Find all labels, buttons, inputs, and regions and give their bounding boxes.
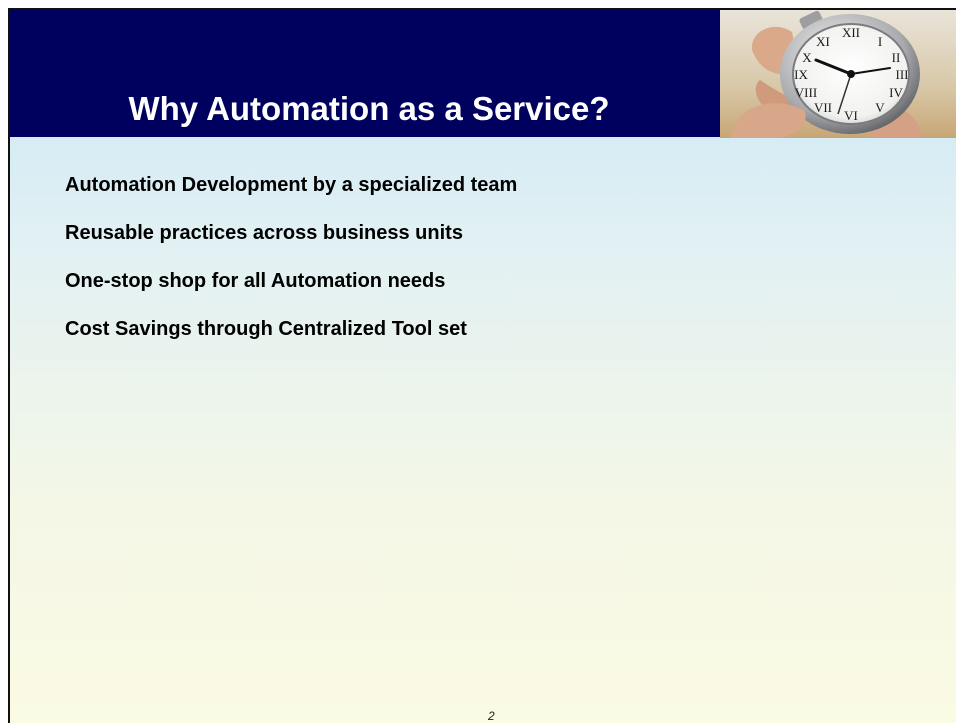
stopwatch-in-hand-icon: XII I II III IV V VI VII VIII IX X XI [720, 10, 956, 138]
svg-text:III: III [896, 67, 909, 82]
bullet-list: Automation Development by a specialized … [65, 173, 517, 365]
bullet-item: One-stop shop for all Automation needs [65, 270, 446, 292]
svg-text:IX: IX [794, 67, 808, 82]
svg-text:V: V [875, 100, 885, 115]
svg-text:IV: IV [889, 85, 903, 100]
slide-title: Why Automation as a Service? [128, 90, 610, 127]
bullet-item: Reusable practices across business units [65, 222, 463, 244]
svg-text:VIII: VIII [795, 85, 817, 100]
slide: Why Automation as a Service? [8, 8, 956, 723]
svg-text:XII: XII [842, 25, 860, 40]
bullet-item: Cost Savings through Centralized Tool se… [65, 318, 467, 340]
page-number: 2 [488, 709, 495, 723]
svg-text:VII: VII [814, 100, 832, 115]
svg-text:I: I [878, 34, 882, 49]
svg-text:X: X [802, 50, 812, 65]
svg-text:VI: VI [844, 108, 858, 123]
bullet-item: Automation Development by a specialized … [65, 174, 518, 196]
svg-text:II: II [892, 50, 901, 65]
svg-text:XI: XI [816, 34, 830, 49]
